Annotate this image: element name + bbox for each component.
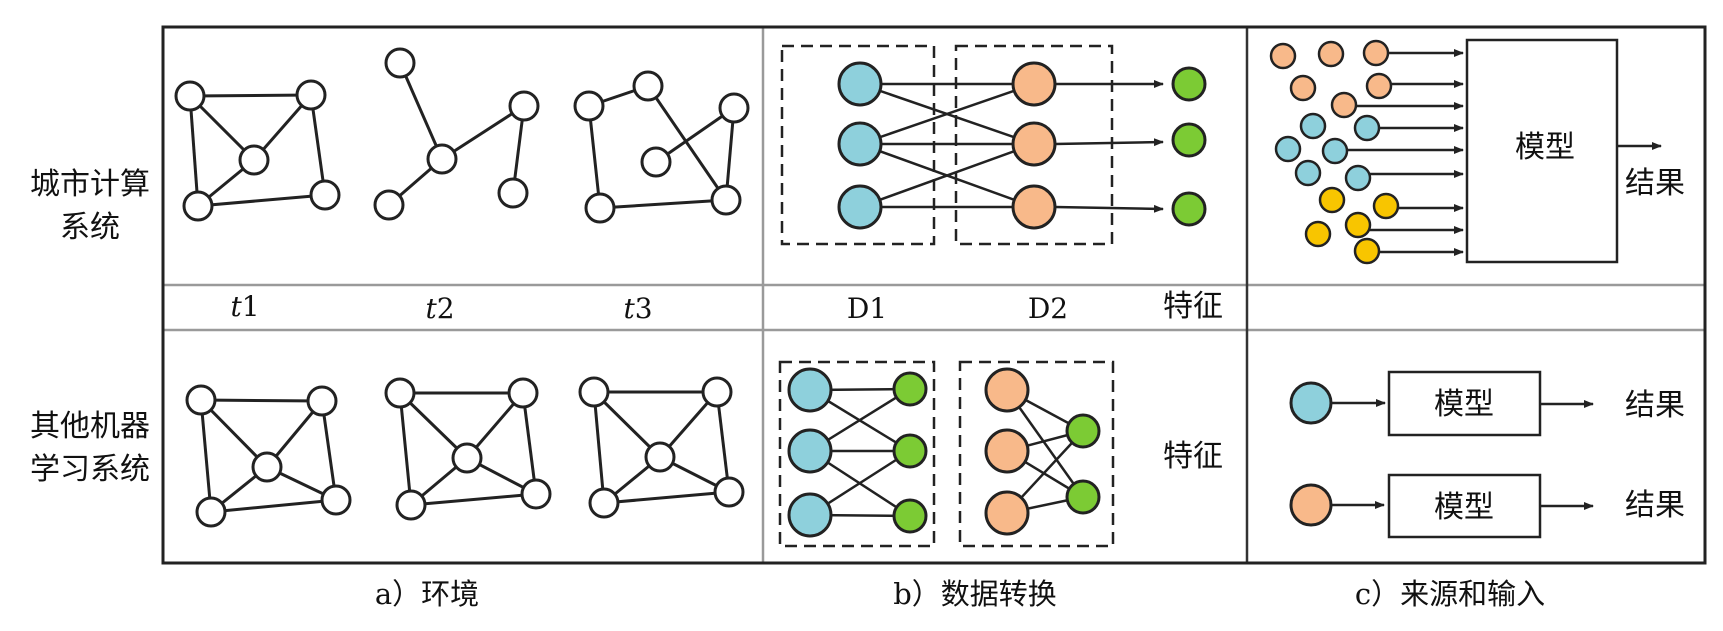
dataset-label-d1: D1 [847,292,887,325]
model-box-other-2 [1387,473,1542,539]
caption-source-input: c）来源和输入 [1355,577,1545,611]
model-label-other-2: 模型 [1434,490,1494,525]
grid-frame [161,25,1707,565]
source-blue-2 [1353,114,1381,142]
node-b1-blue-2 [787,428,833,474]
source-blue-single [1289,381,1333,425]
node-b1-green-1 [892,371,928,407]
node-b2-green-1 [1065,413,1101,449]
source-yellow-5 [1353,237,1381,265]
result-label-other-2: 结果 [1625,488,1685,523]
source-orange-3 [1362,39,1390,67]
source-orange-1 [1269,42,1297,70]
row-label-urban-line1: 城市计算 [30,167,150,202]
feature-label-top: 特征 [1163,289,1223,324]
source-input-top: 模型 结果 [1269,38,1685,265]
model-box-other-1 [1387,370,1542,437]
node-b2-orange-1 [984,367,1030,413]
source-orange-6 [1330,91,1358,119]
row-label-other-line1: 其他机器 [30,409,150,444]
node-b2-orange-2 [984,428,1030,474]
graph-static-3 [578,376,745,519]
source-yellow-4 [1304,220,1332,248]
source-blue-3 [1274,135,1302,163]
source-orange-2 [1317,40,1345,68]
transform-top [780,44,1207,246]
feature-label-bottom: 特征 [1163,439,1223,474]
node-b1-green-2 [892,433,928,469]
source-blue-1 [1299,112,1327,140]
time-label-t3: t3 [623,292,652,325]
source-input-bottom: 模型 模型 结果 结果 [1289,370,1685,539]
time-label-t1-var: t [230,290,242,323]
row-label-urban: 城市计算 系统 [30,167,150,245]
model-box-urban [1465,38,1619,264]
node-d1-blue-3 [837,184,883,230]
model-label-other-1: 模型 [1434,387,1494,422]
source-orange-5 [1365,72,1393,100]
source-orange-single [1289,483,1333,527]
node-b2-green-2 [1065,479,1101,515]
model-label-urban: 模型 [1515,130,1575,165]
time-label-t3-var: t [623,292,635,325]
time-label-t2-var: t [425,292,437,325]
row-label-urban-line2: 系统 [60,210,120,245]
time-label-t2-num: 2 [437,292,455,325]
time-label-t1-num: 1 [242,290,260,323]
source-blue-4 [1321,137,1349,165]
source-yellow-2 [1372,192,1400,220]
result-label-urban: 结果 [1625,166,1685,201]
caption-environment: a）环境 [375,577,479,611]
source-blue-6 [1344,164,1372,192]
node-d2-orange-2 [1011,121,1057,167]
node-b1-blue-1 [787,367,833,413]
result-label-other-1: 结果 [1625,388,1685,423]
source-blue-5 [1294,159,1322,187]
transform-bottom [778,360,1115,548]
source-yellow-3 [1344,211,1372,239]
time-label-t1: t1 [230,290,259,323]
dataset-label-d2: D2 [1028,292,1068,325]
node-feature-green-1 [1171,66,1207,102]
node-b2-orange-3 [984,490,1030,536]
row-label-other: 其他机器 学习系统 [30,409,150,487]
graph-t3 [573,70,750,224]
time-label-t2: t2 [425,292,454,325]
node-b1-blue-3 [787,492,833,538]
node-d1-blue-2 [837,121,883,167]
row-label-other-line2: 学习系统 [30,452,150,487]
node-d1-blue-1 [837,61,883,107]
time-label-t3-num: 3 [635,292,653,325]
dataset-box-bottom-1 [778,360,936,548]
dataset-box-bottom-2 [958,360,1115,548]
graph-static-2 [384,377,552,521]
graph-static-1 [185,384,352,528]
graph-t1 [174,79,341,222]
node-b1-green-3 [892,498,928,534]
node-feature-green-2 [1171,122,1207,158]
source-yellow-1 [1318,186,1346,214]
caption-data-transform: b）数据转换 [893,577,1057,611]
node-d2-orange-3 [1011,184,1057,230]
node-d2-orange-1 [1011,61,1057,107]
source-orange-4 [1289,74,1317,102]
graph-t2 [373,47,540,221]
node-feature-green-3 [1171,191,1207,227]
